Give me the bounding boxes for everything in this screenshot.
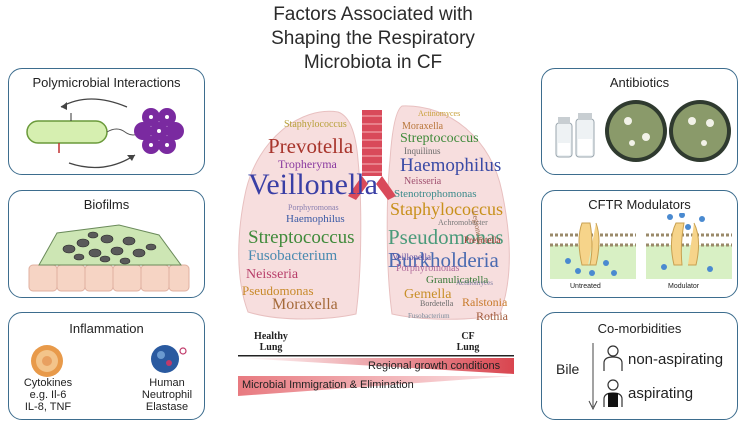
biofilm-bacteria bbox=[62, 231, 157, 265]
person-outline-icon bbox=[603, 345, 623, 371]
person-aspirating-icon bbox=[603, 379, 623, 407]
right-word-21: Fusobacterium bbox=[408, 312, 450, 320]
right-word-2: Streptococcus bbox=[400, 131, 479, 146]
title-line-3: Microbiota in CF bbox=[303, 52, 443, 73]
right-word-18: Rothia bbox=[476, 309, 508, 323]
left-word-10: Moraxella bbox=[272, 296, 338, 313]
healthy-lung-label: Healthy Lung bbox=[254, 331, 288, 353]
left-word-3: Veillonella bbox=[248, 168, 378, 201]
biofilm-illustration bbox=[28, 224, 190, 292]
left-word-6: Streptococcus bbox=[248, 227, 355, 248]
arrow-bottom bbox=[68, 154, 136, 169]
polymicrobial-title: Polymicrobial Interactions bbox=[32, 75, 181, 90]
antibiotics-title: Antibiotics bbox=[609, 75, 670, 90]
bile-label: Bile bbox=[556, 361, 580, 377]
left-word-7: Fusobacterium bbox=[248, 248, 338, 264]
right-word-9: Pseudomonas bbox=[388, 225, 504, 249]
right-word-6: Stenotrophomonas bbox=[394, 188, 477, 200]
bronchi bbox=[348, 176, 396, 200]
left-word-0: Staphylococcus bbox=[284, 119, 347, 130]
antibiotics-panel: Antibiotics bbox=[541, 68, 738, 175]
comorbidities-title: Co-morbidities bbox=[597, 321, 682, 336]
cftr-channel-modulator bbox=[670, 222, 700, 266]
inflammation-title: Inflammation bbox=[69, 321, 144, 336]
right-word-8: Achromobacter bbox=[438, 218, 488, 227]
left-word-4: Porphyromonas bbox=[288, 203, 339, 212]
gradient-wedges bbox=[238, 355, 514, 396]
right-word-12: Veillonella bbox=[392, 252, 431, 262]
right-word-17: Ralstonia bbox=[462, 295, 508, 309]
cytokines-label: Cytokines e.g. Il-6 IL-8, TNF bbox=[23, 377, 73, 413]
title-line-1: Factors Associated with bbox=[273, 4, 473, 25]
polymicrobial-panel: Polymicrobial Interactions bbox=[8, 68, 205, 175]
immigration-label: Microbial Immigration & Elimination bbox=[242, 379, 414, 391]
left-word-1: Prevotella bbox=[268, 134, 354, 158]
right-word-4: Haemophilus bbox=[400, 155, 502, 176]
immigration-wedge bbox=[238, 376, 514, 396]
right-lung bbox=[386, 105, 510, 320]
right-word-10: Burkholderia bbox=[388, 248, 499, 272]
title-line-2: Shaping the Respiratory bbox=[271, 28, 475, 49]
page-title: Factors Associated with Shaping the Resp… bbox=[210, 3, 536, 75]
inflammation-panel: Inflammation Cytokines e.g. Il-6 IL-8, T… bbox=[8, 312, 205, 420]
cftr-panel: CFTR Modulators Untreated Modulator bbox=[541, 190, 738, 298]
left-word-2: Tropheryma bbox=[278, 157, 337, 171]
lungs-illustration bbox=[238, 105, 510, 320]
antibiotics-illustration bbox=[555, 100, 731, 162]
epithelial-cells bbox=[28, 264, 190, 292]
polymicrobial-illustration bbox=[26, 98, 184, 169]
right-word-11: Prevotella bbox=[464, 235, 501, 245]
left-word-9: Pseudomonas bbox=[242, 283, 314, 298]
arrow-top bbox=[60, 98, 128, 108]
modulator-label: Modulator bbox=[668, 283, 700, 290]
right-word-16: Bordetella bbox=[420, 299, 454, 308]
neutrophil-icon bbox=[151, 345, 187, 373]
biofilms-title: Biofilms bbox=[83, 197, 130, 212]
left-lung bbox=[238, 110, 362, 320]
regional-wedge bbox=[238, 358, 514, 374]
right-word-0: Actinomyces bbox=[418, 109, 461, 118]
aspirating-label: aspirating bbox=[628, 385, 694, 402]
left-word-5: Haemophilus bbox=[286, 213, 345, 225]
right-word-5: Neisseria bbox=[404, 176, 442, 187]
right-word-3: Inquilinus bbox=[404, 146, 441, 156]
trachea bbox=[348, 110, 396, 200]
arrow-line bbox=[238, 355, 514, 357]
right-word-19: Actinomyces bbox=[456, 279, 493, 287]
right-word-15: Gemella bbox=[404, 287, 452, 302]
right-word-7: Staphylococcus bbox=[390, 199, 503, 219]
cftr-channel-untreated bbox=[578, 222, 600, 266]
lungs-figure: Staphylococcus Prevotella Tropheryma Vei… bbox=[230, 100, 520, 330]
cf-lung-label: CF Lung bbox=[456, 331, 480, 353]
regional-growth-label: Regional growth conditions bbox=[368, 360, 501, 372]
cytokine-icon bbox=[31, 345, 63, 377]
left-word-8: Neisseria bbox=[246, 267, 299, 282]
cftr-illustration bbox=[550, 213, 732, 279]
cftr-title: CFTR Modulators bbox=[588, 197, 691, 212]
non-aspirating-label: non-aspirating bbox=[628, 351, 724, 368]
untreated-label: Untreated bbox=[570, 283, 601, 290]
membrane-modulator bbox=[646, 233, 732, 247]
bile-arrow bbox=[588, 343, 598, 411]
petri-dish-icon bbox=[605, 100, 731, 162]
vial-icon bbox=[555, 113, 595, 158]
chloride-ions bbox=[565, 213, 713, 276]
biofilms-panel: Biofilms bbox=[8, 190, 205, 298]
right-word-14: Granulicatella bbox=[426, 274, 489, 286]
right-word-13: Porphyromonas bbox=[396, 263, 460, 274]
comorbidities-panel: Co-morbidities Bile non-aspirating aspir… bbox=[541, 312, 738, 420]
right-word-1: Moraxella bbox=[402, 121, 444, 132]
neutrophil-label: Human Neutrophil Elastase bbox=[141, 377, 193, 413]
bacterium-cell bbox=[26, 120, 108, 144]
